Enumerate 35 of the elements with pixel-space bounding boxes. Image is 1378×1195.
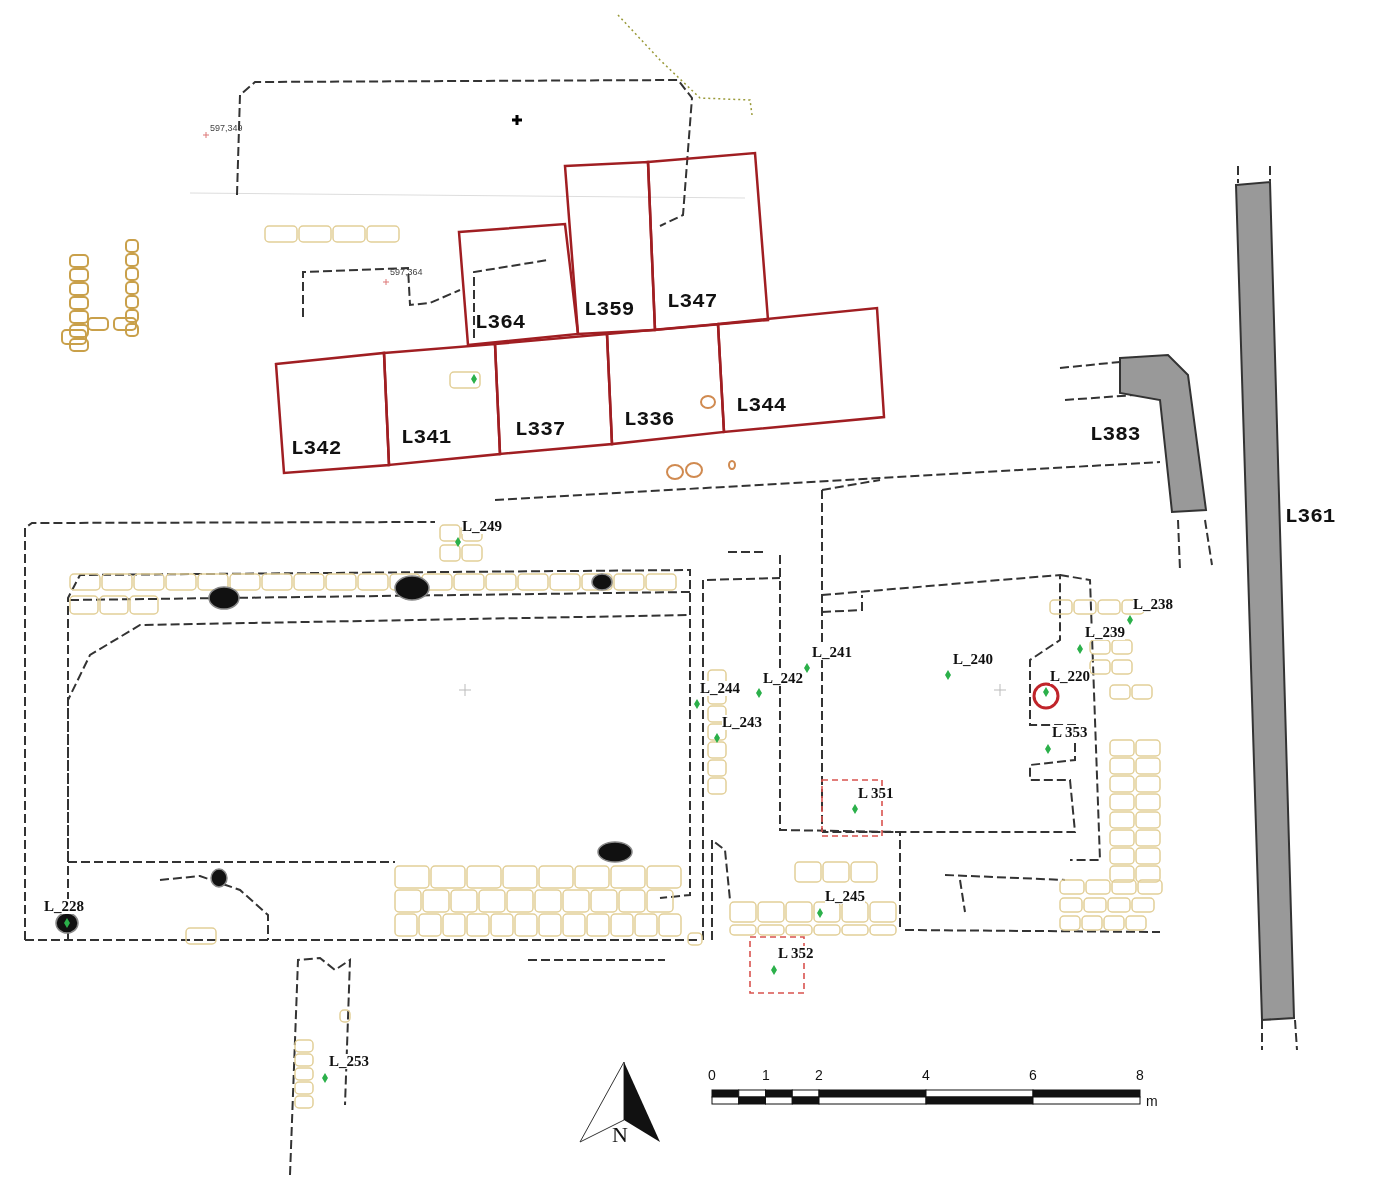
locus-label: L_245 [825,889,865,904]
trench-label: L341 [401,427,452,448]
north-label: N [612,1124,628,1146]
wall-label: L361 [1285,506,1336,527]
trench-label: L359 [584,299,635,320]
locus-label: L_242 [763,671,803,686]
scale-number: 6 [1029,1068,1037,1082]
trench-label: L336 [624,409,675,430]
scale-number: 2 [815,1068,823,1082]
coordinate-label: 597,349 [210,124,243,133]
locus-label: L_243 [722,715,762,730]
scale-number: 8 [1136,1068,1144,1082]
scale-number: 4 [922,1068,930,1082]
coordinate-label: 597,364 [390,268,423,277]
locus-label: L_239 [1085,625,1125,640]
locus-label: L 352 [778,946,814,961]
locus-label: L 351 [858,786,894,801]
locus-label: L_244 [700,681,740,696]
trench-label: L347 [667,291,718,312]
wall-label: L383 [1090,424,1141,445]
locus-label: L 353 [1052,725,1088,740]
unit-label: m [1146,1094,1158,1108]
trench-label: L342 [291,438,342,459]
locus-label: L_253 [329,1054,369,1069]
locus-label: L_249 [462,519,502,534]
trench-label: L337 [515,419,566,440]
locus-label: L_238 [1133,597,1173,612]
locus-label: L_220 [1050,669,1090,684]
locus-label: L_241 [812,645,852,660]
locus-label: L_240 [953,652,993,667]
locus-label: L_228 [44,899,84,914]
scale-number: 1 [762,1068,770,1082]
trench-label: L364 [475,312,526,333]
trench-label: L344 [736,395,787,416]
scale-number: 0 [708,1068,716,1082]
